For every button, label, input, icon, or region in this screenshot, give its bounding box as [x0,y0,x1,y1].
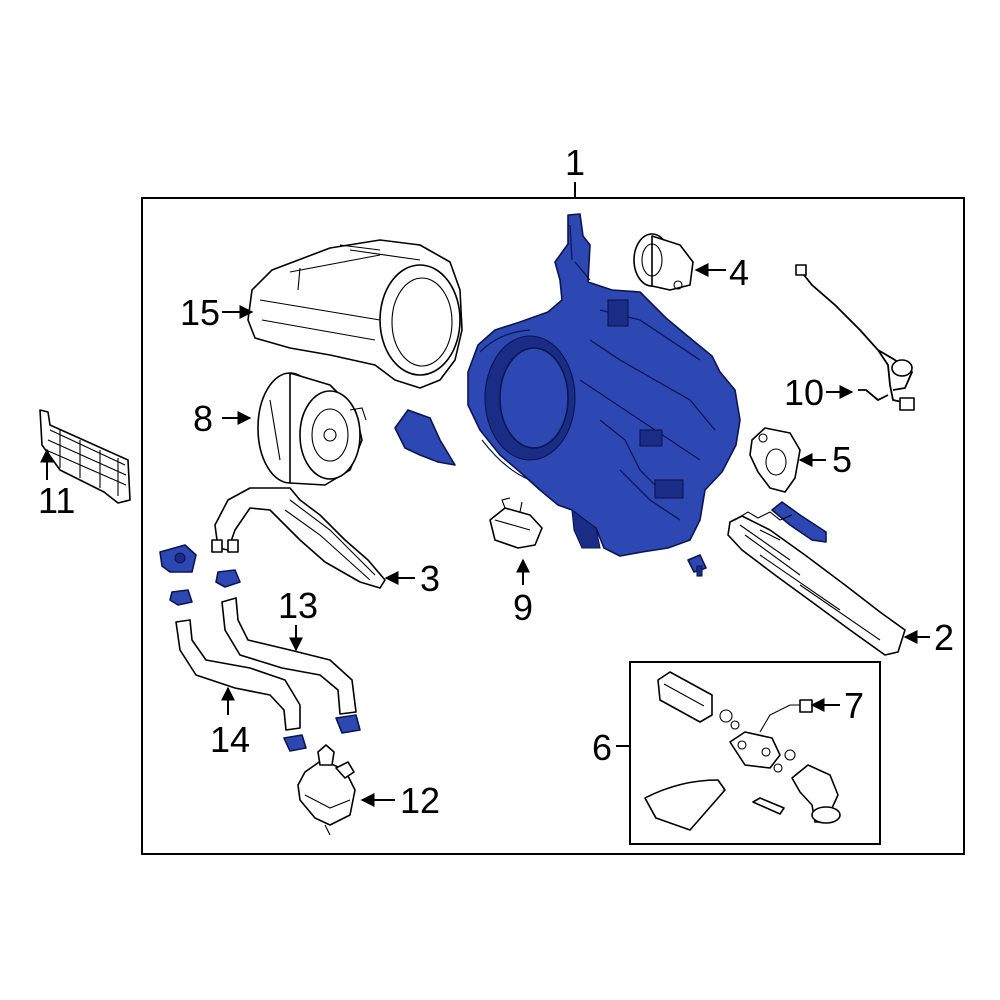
hose-clamps-highlighted[interactable] [159,544,361,752]
drain-hose-highlighted[interactable] [771,501,827,543]
callout-12: 12 [400,780,440,821]
blower-motor[interactable] [257,372,367,486]
callout-10: 10 [784,372,824,413]
callout-15: 15 [180,292,220,333]
callout-6: 6 [592,727,612,768]
heater-hose-upper[interactable] [221,597,357,715]
callout-9: 9 [513,587,533,628]
callout-5: 5 [832,439,852,480]
callout-14: 14 [210,719,250,760]
callout-3: 3 [420,558,440,599]
callout-1: 1 [565,142,585,183]
screw-highlighted[interactable] [687,554,707,577]
kit-frame [629,661,881,845]
heater-hose-lower[interactable] [175,619,301,731]
water-valve[interactable] [297,744,356,836]
heater-core[interactable] [211,487,386,589]
temperature-actuator[interactable] [749,427,801,493]
mode-actuator[interactable] [633,233,694,291]
hvac-housing-highlighted[interactable] [467,213,741,557]
callout-2: 2 [934,617,954,658]
evaporator-duct[interactable] [727,511,906,656]
repair-kit-parts[interactable] [644,671,841,831]
callout-7: 7 [844,685,864,726]
main-frame [141,197,965,855]
blower-resistor[interactable] [489,497,543,549]
callout-8: 8 [193,398,213,439]
callout-13: 13 [278,585,318,626]
blower-case[interactable] [247,239,463,389]
leader-lines [40,182,930,807]
callout-4: 4 [729,252,749,293]
wire-harness[interactable] [795,264,915,411]
callout-11: 11 [38,480,75,521]
duct-seal-highlighted[interactable] [394,409,456,466]
